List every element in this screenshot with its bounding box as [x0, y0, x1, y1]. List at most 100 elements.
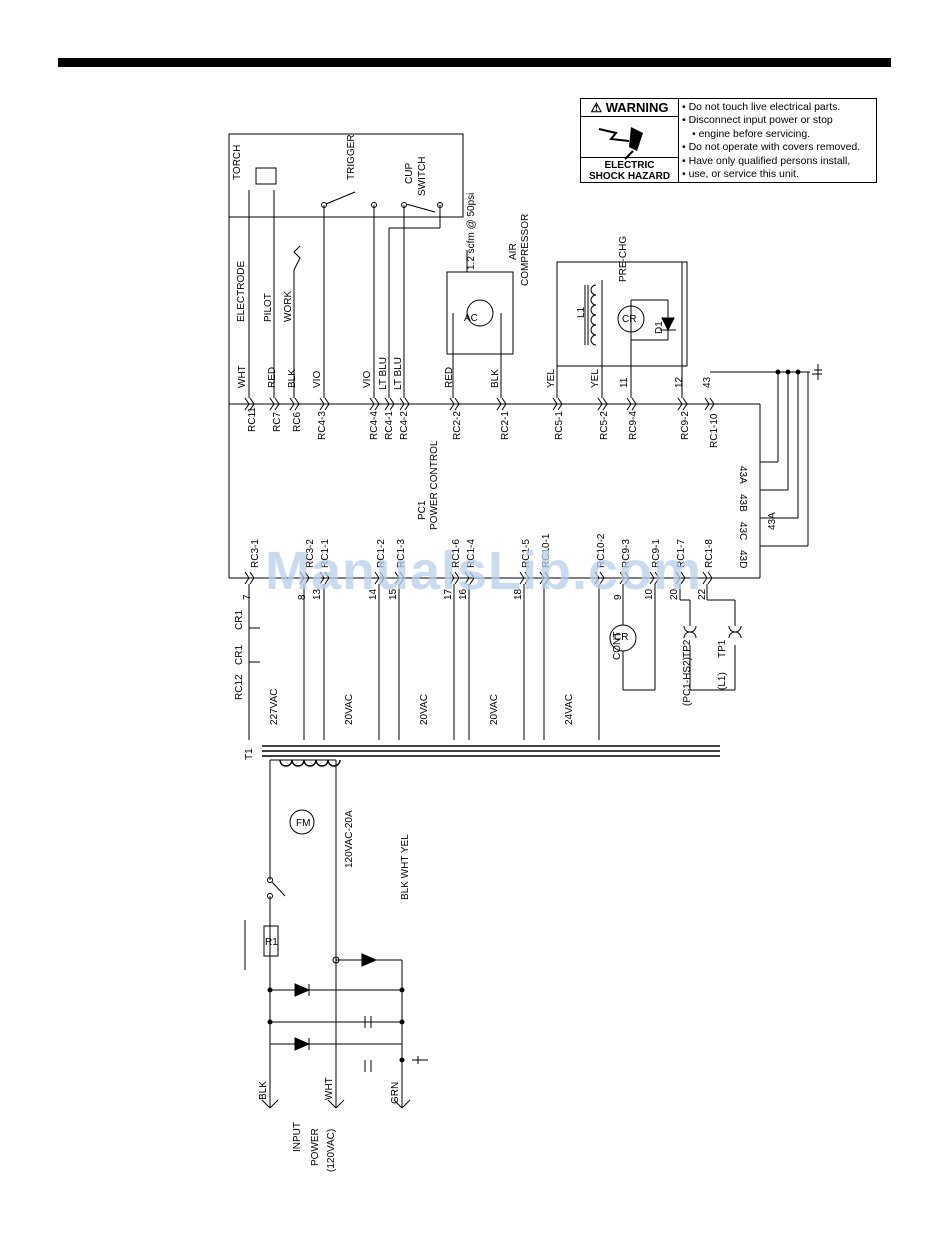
watermark: ManualsLib.com: [265, 541, 703, 601]
t1-label: T1: [244, 748, 255, 760]
fan-symbol: FM: [296, 818, 310, 829]
hazard-line-2: SHOCK HAZARD: [588, 171, 671, 182]
warning-item: Have only qualified persons install,: [682, 155, 860, 168]
input-wire-wht: WHT: [324, 1077, 335, 1100]
top-rule: [58, 58, 891, 67]
top-connector-label-9: RC5-1: [554, 411, 565, 440]
bottom-connector-label-13: RC1-8: [704, 539, 715, 568]
work-label: WORK: [283, 291, 294, 322]
thermostat-0: 43A: [767, 512, 778, 530]
top-connector-label-1: RC7: [272, 412, 283, 432]
top-connector-row: [229, 397, 760, 411]
compressor-label-2: COMPRESSOR: [520, 214, 531, 286]
warning-list: Do not touch live electrical parts. Disc…: [682, 101, 861, 181]
bottom-wire-4: 15: [388, 588, 399, 600]
bottom-connector-label-4: RC1-3: [396, 539, 407, 568]
bottom-connector-label-9: RC10-2: [596, 533, 607, 568]
top-wire-2: BLK: [287, 369, 298, 388]
input-line-3: (120VAC): [326, 1129, 337, 1172]
top-connector-label-3: RC4-3: [317, 411, 328, 440]
top-wire-9: YEL: [546, 369, 557, 388]
thermostat-bus: [710, 364, 822, 578]
input-line-2: POWER: [310, 1128, 321, 1166]
cr1-label-1: CR1: [234, 645, 245, 665]
bottom-wire-3: 14: [368, 588, 379, 600]
input-line-1: INPUT: [292, 1122, 303, 1152]
tp1-ref: (L1): [717, 672, 728, 690]
top-connector-label-13: RC1-10: [709, 413, 720, 448]
top-wire-11: 11: [619, 377, 630, 388]
cr2-symbol: CR: [622, 314, 636, 325]
electrode-label: ELECTRODE: [236, 261, 247, 322]
bottom-wire-11: 10: [644, 588, 655, 600]
hazard-line-1: ELECTRIC: [604, 160, 655, 171]
warning-box: ⚠ WARNING ELECTRIC SHOCK HAZARD Do not t…: [580, 98, 877, 183]
rc12-label: RC12: [234, 674, 245, 700]
bottom-connector-label-7: RC1-5: [521, 539, 532, 568]
bottom-wire-0: 7: [242, 594, 253, 600]
top-wire-7: RED: [444, 367, 455, 388]
pre-chg-label: PRE-CHG: [618, 236, 629, 282]
bottom-connector-label-5: RC1-6: [451, 539, 462, 568]
bottom-connector-label-1: RC3-2: [305, 539, 316, 568]
board-desc: POWER CONTROL: [429, 440, 440, 530]
top-wire-13: 43: [702, 376, 713, 388]
bottom-wire-10: 9: [613, 594, 624, 600]
bottom-wire-12: 20: [669, 588, 680, 600]
shock-hand-icon: [598, 127, 643, 160]
bottom-connector-label-0: RC3-1: [250, 539, 261, 568]
bottom-connector-label-6: RC1-4: [466, 539, 477, 568]
bottom-connector-label-11: RC9-1: [651, 539, 662, 568]
top-wire-12: 12: [674, 376, 685, 388]
top-connector-label-12: RC9-2: [680, 411, 691, 440]
top-connector-label-11: RC9-4: [628, 411, 639, 440]
thermostat-43c: 43C: [737, 522, 748, 540]
r1-symbol: R1: [265, 937, 278, 948]
cr1-label-0: CR1: [234, 610, 245, 630]
warning-item: Do not touch live electrical parts.: [682, 101, 860, 114]
top-wire-5: LT BLU: [378, 357, 389, 390]
bottom-connector-label-8: RC10-1: [541, 533, 552, 568]
input-wire-grn: GRN: [390, 1082, 401, 1104]
top-connector-label-4: RC4-4: [369, 411, 380, 440]
top-wire-8: BLK: [490, 369, 501, 388]
warning-item: Do not operate with covers removed.: [682, 141, 861, 154]
input-wire-blk: BLK: [258, 1081, 269, 1100]
top-wire-3: VIO: [312, 371, 323, 388]
top-wire-0: WHT: [237, 365, 248, 388]
thermostat-43b: 43B: [737, 494, 748, 512]
top-connector-label-0: RC11: [247, 407, 258, 432]
air-spec: 1.2 scfm @ 50psi: [466, 193, 477, 270]
bottom-connector-label-2: RC1-1: [320, 539, 331, 568]
transformer-core: [262, 745, 720, 767]
bottom-wire-2: 13: [312, 588, 323, 600]
warning-icon-panel: ⚠ WARNING ELECTRIC SHOCK HAZARD: [581, 99, 679, 182]
winding-3: 20VAC: [489, 694, 500, 725]
top-connector-label-5: RC4-1: [384, 411, 395, 440]
winding-2: 20VAC: [419, 694, 430, 725]
cup-label: CUP: [404, 163, 415, 184]
top-connector-label-10: RC5-2: [599, 411, 610, 440]
relay-cr2: [617, 262, 683, 398]
compressor-box: [446, 250, 514, 398]
thermostat-labels: 43A 43B 43C 43D: [737, 466, 748, 568]
tp1-label: TP1: [717, 639, 728, 658]
top-connector-label-7: RC2-2: [452, 411, 463, 440]
thermal-probes: [679, 584, 742, 691]
cont-label: CONT: [612, 632, 623, 660]
bottom-connector-label-10: RC9-3: [621, 539, 632, 568]
torch-wires: [248, 167, 443, 398]
top-wire-4: VIO: [362, 371, 373, 388]
top-wire-10: YEL: [590, 369, 601, 388]
primary-circuit: [244, 759, 428, 1109]
switch-label: SWITCH: [417, 157, 428, 196]
rotated-labels: TORCH TRIGGER CUP SWITCH 1.2 scfm @ 50ps…: [232, 134, 778, 1172]
bottom-wire-6: 16: [458, 588, 469, 600]
bottom-wire-13: 22: [697, 588, 708, 600]
switch-colors: BLK WHT YEL: [400, 834, 411, 900]
warning-title-text: WARNING: [605, 100, 669, 115]
bottom-connector-label-3: RC1-2: [376, 539, 387, 568]
inductor-label: L1: [576, 306, 587, 318]
pilot-label: PILOT: [263, 293, 274, 322]
